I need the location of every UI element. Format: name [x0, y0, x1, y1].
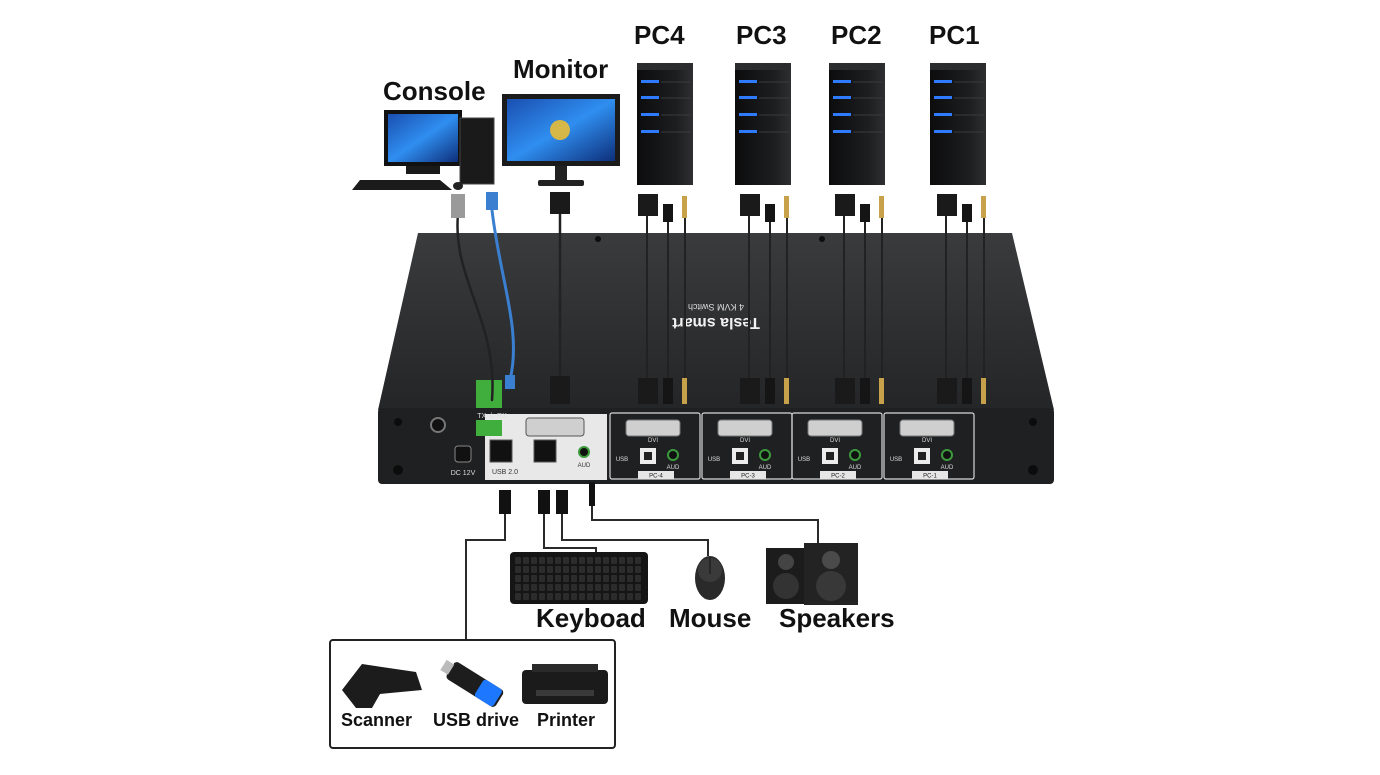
pc-port-group-3: DVI USB AUD PC-3: [701, 412, 793, 480]
mouse-label: Mouse: [669, 603, 752, 633]
power-jack[interactable]: [454, 445, 472, 463]
panel-screws: [393, 236, 1038, 475]
pc-port-tag-label: PC-3: [741, 474, 755, 480]
pc-port-tag-label: PC-4: [649, 474, 663, 480]
printer: [522, 664, 608, 704]
console-computer: [352, 110, 495, 190]
pc1-label: PC1: [929, 20, 980, 50]
pc-port-tag: [820, 471, 856, 479]
audio-port[interactable]: [759, 449, 771, 461]
usb-port-label: USB: [890, 457, 902, 463]
console-audio-port[interactable]: [578, 446, 590, 458]
pc-port-tag-label: PC-1: [923, 474, 937, 480]
server-pc2: [829, 63, 885, 185]
pc-port-groups: DVIUSBAUDPC-4DVIUSBAUDPC-3DVIUSBAUDPC-2D…: [609, 412, 975, 480]
usb-20-label: USB 2.0: [492, 469, 518, 476]
keyboard-label: Keyboad: [536, 603, 646, 633]
rs232-label: TX ⏚ RX: [477, 412, 507, 420]
usb-port-label: USB: [708, 457, 720, 463]
dvi-label: DVI: [830, 438, 840, 444]
usb-port-2[interactable]: [533, 439, 557, 463]
pc4-label: PC4: [634, 20, 685, 50]
dvi-port[interactable]: [717, 419, 773, 437]
pc-port-group-2: DVI USB AUD PC-2: [791, 412, 883, 480]
console-keyboard: [352, 180, 452, 190]
pc-port-tag: [638, 471, 674, 479]
usb-drive-label: USB drive: [433, 710, 520, 730]
svg-text:4 KVM Switch: 4 KVM Switch: [688, 302, 744, 312]
pc2-label: PC2: [831, 20, 882, 50]
pc-port-group-4: DVI USB AUD PC-4: [609, 412, 701, 480]
pc3-label: PC3: [736, 20, 787, 50]
dvi-port[interactable]: [807, 419, 863, 437]
aud-port-label: AUD: [759, 465, 772, 471]
audio-port[interactable]: [667, 449, 679, 461]
bottom-connectors: [499, 482, 595, 514]
speakers: [766, 543, 858, 605]
top-cables: [451, 192, 986, 404]
audio-in-jack[interactable]: [430, 417, 446, 433]
switch-top-surface: [378, 233, 1054, 410]
aud-port-label: AUD: [667, 465, 680, 471]
scanner: [342, 664, 422, 708]
pc-port-group-1: DVI USB AUD PC-1: [883, 412, 975, 480]
printer-label: Printer: [537, 710, 596, 730]
brand-logo: Tesla smart 4 KVM Switch: [671, 302, 759, 331]
audio-port[interactable]: [941, 449, 953, 461]
console-label: Console: [383, 76, 486, 106]
console-dvi-port[interactable]: [525, 417, 585, 437]
usb-port-label: USB: [798, 457, 810, 463]
console-aud-label: AUD: [578, 463, 591, 469]
audio-port[interactable]: [849, 449, 861, 461]
servers: [637, 63, 986, 185]
scanner-label: Scanner: [341, 710, 413, 730]
svg-text:Tesla smart: Tesla smart: [671, 314, 759, 331]
pc-port-tag-label: PC-2: [831, 474, 845, 480]
server-pc1: [930, 63, 986, 185]
pc-port-tag: [912, 471, 948, 479]
usb-devices-box: [329, 639, 616, 749]
dvi-label: DVI: [922, 438, 932, 444]
server-pc4: [637, 63, 693, 185]
server-pc3: [735, 63, 791, 185]
rs232-terminal-lower[interactable]: [476, 420, 502, 436]
speakers-label: Speakers: [779, 603, 895, 633]
aud-port-label: AUD: [849, 465, 862, 471]
pc-port-tag: [730, 471, 766, 479]
console-mouse: [453, 182, 463, 190]
dvi-port[interactable]: [625, 419, 681, 437]
mouse: [695, 556, 725, 600]
usb-port-label: USB: [616, 457, 628, 463]
kvm-switch: Tesla smart 4 KVM Switch DC 12V TX ⏚ RX …: [378, 233, 1054, 484]
usb-drive: [440, 659, 504, 707]
monitor-label: Monitor: [513, 54, 609, 84]
console-tower: [459, 117, 495, 185]
power-label: DC 12V: [451, 470, 476, 477]
rs232-terminal[interactable]: [476, 380, 502, 408]
monitor-device: [502, 94, 620, 186]
dvi-label: DVI: [740, 438, 750, 444]
dvi-label: DVI: [648, 438, 658, 444]
usb-port-1[interactable]: [489, 439, 513, 463]
aud-port-label: AUD: [941, 465, 954, 471]
dvi-port[interactable]: [899, 419, 955, 437]
keyboard: [510, 552, 648, 604]
